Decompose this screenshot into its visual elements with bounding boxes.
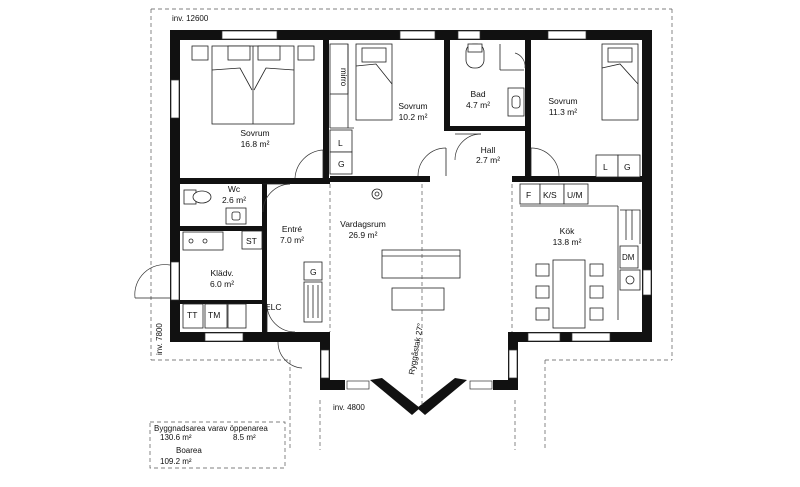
fixture-um: U/M (567, 190, 583, 200)
fixture-g1: G (338, 159, 345, 169)
svg-text:Byggnadsarea varav öppenarea: Byggnadsarea varav öppenarea (154, 424, 268, 433)
doors (134, 52, 560, 369)
svg-text:Sovrum: Sovrum (398, 101, 427, 111)
fixture-ks: K/S (543, 190, 557, 200)
width-dimension-label: inv. 12600 (172, 14, 209, 23)
wardrobe-3 (595, 154, 641, 178)
svg-text:Hall: Hall (481, 145, 496, 155)
fixture-elc: ELC (265, 302, 282, 312)
room-label-sovrum-2: Sovrum 10.2 m² (398, 101, 427, 122)
wc-fixtures (183, 189, 247, 225)
room-label-sovrum-1: Sovrum 16.8 m² (240, 128, 269, 149)
svg-text:Wc: Wc (228, 184, 241, 194)
laundry-fixtures (182, 230, 263, 329)
svg-text:4.7 m²: 4.7 m² (466, 100, 490, 110)
room-label-entre: Entré 7.0 m² (280, 224, 304, 245)
svg-text:11.3 m²: 11.3 m² (549, 107, 577, 117)
entrance-fixtures (303, 261, 323, 323)
dimension-frame (150, 8, 673, 450)
svg-text:Boarea: Boarea (176, 446, 202, 455)
fixture-g2: G (624, 162, 631, 172)
fixture-tm: TM (208, 310, 220, 320)
bath-fixtures (465, 43, 525, 117)
kitchen-fixtures (519, 183, 641, 329)
room-label-kok: Kök 13.8 m² (553, 226, 582, 247)
room-label-bad: Bad 4.7 m² (466, 89, 490, 110)
room-label-sovrum-3: Sovrum 11.3 m² (548, 96, 577, 117)
svg-text:Klädv.: Klädv. (211, 268, 234, 278)
room-label-hall: Hall 2.7 m² (476, 145, 500, 165)
bay-dimension-label: inv. 4800 (333, 403, 365, 412)
fixture-l2: L (603, 162, 608, 172)
mirror-label: mirro (339, 68, 348, 87)
fixture-f: F (526, 190, 531, 200)
svg-text:Sovrum: Sovrum (548, 96, 577, 106)
svg-text:Entré: Entré (282, 224, 303, 234)
fixture-tt: TT (187, 310, 197, 320)
windows (170, 30, 652, 390)
fixture-g-entre: G (310, 267, 317, 277)
interior-walls (180, 40, 642, 332)
room-label-wc: Wc 2.6 m² (222, 184, 246, 205)
svg-text:130.6 m²: 130.6 m² (160, 433, 192, 442)
svg-text:2.7 m²: 2.7 m² (476, 155, 500, 165)
bed-single-2 (355, 43, 393, 121)
svg-text:2.6 m²: 2.6 m² (222, 195, 246, 205)
svg-text:Bad: Bad (470, 89, 485, 99)
bed-single-3 (601, 43, 639, 121)
svg-text:6.0 m²: 6.0 m² (210, 279, 234, 289)
area-summary-box: Byggnadsarea varav öppenarea 130.6 m² 8.… (149, 421, 286, 469)
svg-text:Vardagsrum: Vardagsrum (340, 219, 386, 229)
living-furniture (329, 184, 513, 408)
depth-dimension-label: inv. 7800 (155, 323, 164, 355)
wardrobe (329, 43, 354, 175)
svg-text:10.2 m²: 10.2 m² (399, 112, 428, 122)
svg-text:16.8 m²: 16.8 m² (241, 139, 270, 149)
svg-text:Sovrum: Sovrum (240, 128, 269, 138)
fixture-l1: L (338, 138, 343, 148)
svg-text:8.5 m²: 8.5 m² (233, 433, 256, 442)
svg-text:109.2 m²: 109.2 m² (160, 457, 192, 466)
svg-text:13.8 m²: 13.8 m² (553, 237, 582, 247)
room-label-kladv: Klädv. 6.0 m² (210, 268, 234, 289)
svg-text:7.0 m²: 7.0 m² (280, 235, 304, 245)
fixture-st: ST (246, 236, 257, 246)
fixture-dm: DM (622, 253, 635, 262)
room-label-vardagsrum: Vardagsrum 26.9 m² (340, 219, 386, 240)
svg-text:26.9 m²: 26.9 m² (349, 230, 378, 240)
bed-double (191, 45, 315, 125)
svg-text:Kök: Kök (560, 226, 575, 236)
